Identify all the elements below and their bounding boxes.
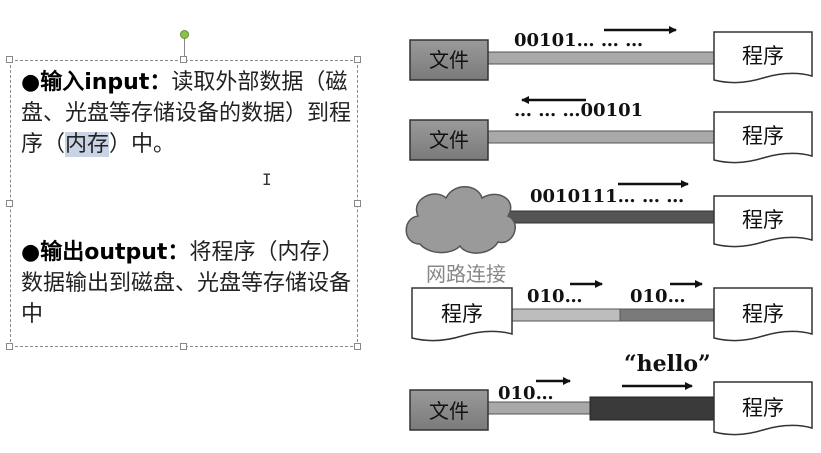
row4-bits-a: 010… bbox=[527, 286, 583, 307]
row3-program-doc bbox=[713, 195, 813, 248]
row2-file-box bbox=[409, 119, 489, 161]
cloud-caption: 网路连接 bbox=[426, 262, 506, 286]
resize-handle-bottom[interactable] bbox=[180, 343, 187, 350]
row3-program-label: 程序 bbox=[742, 208, 784, 232]
resize-handle-top-left[interactable] bbox=[6, 56, 13, 63]
resize-handle-top[interactable] bbox=[180, 56, 187, 63]
row1-program-doc bbox=[713, 31, 813, 84]
rotate-handle[interactable] bbox=[180, 30, 189, 39]
row1-bits: 00101… … … bbox=[514, 30, 643, 51]
row4-program-label-left: 程序 bbox=[441, 302, 483, 326]
rotate-stem bbox=[184, 38, 185, 56]
row2-program-label: 程序 bbox=[742, 124, 784, 148]
row-1: 文件 程序 00101… … … bbox=[409, 26, 813, 84]
row1-program-label: 程序 bbox=[742, 44, 784, 68]
text-cursor: I bbox=[262, 170, 272, 189]
input-text-1: 读取外部数据（磁盘、光盘等存储设备的数据）到程序（ bbox=[21, 70, 352, 157]
output-text: 将程序（内存）数据输出到磁盘、光盘等存储设备中 bbox=[21, 240, 352, 327]
cloud-icon bbox=[405, 186, 516, 254]
row5-program-label: 程序 bbox=[742, 396, 784, 420]
row4-bits-b: 010… bbox=[630, 286, 686, 307]
row5-pipe-thick bbox=[589, 396, 715, 421]
row1-file-label: 文件 bbox=[429, 48, 469, 72]
row5-file-label: 文件 bbox=[429, 399, 469, 423]
text-box[interactable]: ●输入input：读取外部数据（磁盘、光盘等存储设备的数据）到程序（内存）中。 … bbox=[10, 60, 358, 347]
row5-quote: “hello” bbox=[624, 351, 711, 377]
row1-pipe bbox=[485, 51, 715, 65]
resize-handle-bottom-right[interactable] bbox=[354, 343, 361, 350]
input-highlight: 内存 bbox=[65, 132, 110, 157]
row4-program-label-right: 程序 bbox=[742, 302, 784, 326]
resize-handle-top-right[interactable] bbox=[354, 56, 361, 63]
row2-bits: … … …00101 bbox=[514, 100, 643, 121]
input-paragraph: ●输入input：读取外部数据（磁盘、光盘等存储设备的数据）到程序（内存）中。 bbox=[21, 67, 351, 160]
row2-pipe bbox=[485, 130, 715, 144]
row2-file-label: 文件 bbox=[429, 128, 469, 152]
row-5: 文件 程序 010… “hello” bbox=[409, 351, 813, 436]
row4-program-doc-right bbox=[713, 287, 813, 342]
output-label: 输出output： bbox=[40, 240, 190, 265]
row-4: 程序 程序 010… 010… bbox=[411, 280, 813, 342]
input-label: 输入input： bbox=[40, 70, 172, 95]
row1-file-box bbox=[409, 39, 489, 81]
row5-bits: 010… bbox=[498, 383, 554, 404]
resize-handle-right[interactable] bbox=[354, 200, 361, 207]
resize-handle-left[interactable] bbox=[6, 200, 13, 207]
row4-pipe-right bbox=[619, 308, 715, 322]
row3-bits: 0010111… … … bbox=[530, 186, 684, 207]
output-paragraph: ●输出output：将程序（内存）数据输出到磁盘、光盘等存储设备中 bbox=[21, 237, 351, 330]
row3-pipe bbox=[499, 210, 715, 224]
row5-program-doc bbox=[713, 381, 813, 436]
input-bullet: ● bbox=[21, 70, 41, 95]
row4-pipe-left bbox=[509, 308, 621, 322]
row4-program-doc-left bbox=[411, 287, 513, 342]
row-2: 文件 程序 … … …00101 bbox=[409, 96, 813, 164]
row2-program-doc bbox=[713, 111, 813, 164]
row-3: 网路连接 程序 0010111… … … bbox=[405, 180, 813, 286]
input-text-2: ）中。 bbox=[109, 132, 176, 157]
resize-handle-bottom-left[interactable] bbox=[6, 343, 13, 350]
output-bullet: ● bbox=[21, 240, 41, 265]
row5-file-box bbox=[409, 389, 489, 431]
